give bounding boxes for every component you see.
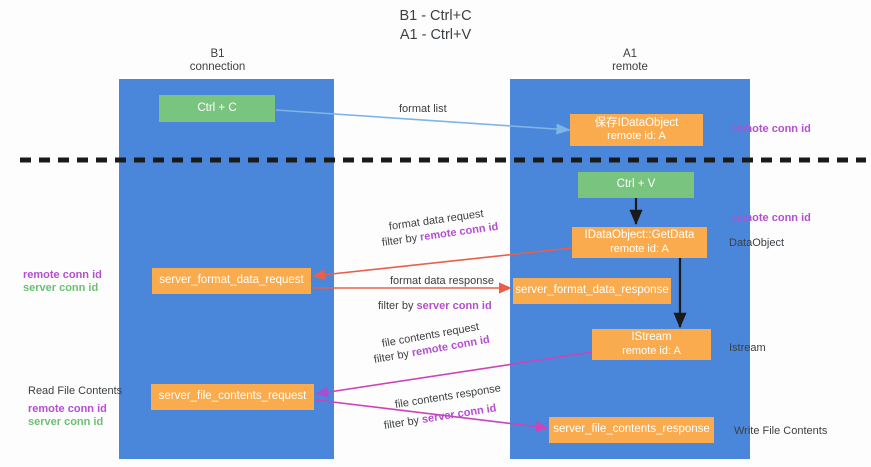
- annotation-left-server-conn-id-2: server conn id: [28, 416, 104, 428]
- box-server-format-data-response[interactable]: server_format_data_response: [513, 278, 671, 304]
- box-server-format-data-request[interactable]: server_format_data_request: [152, 268, 311, 294]
- box-idataobject-getdata-sub: remote id: A: [610, 242, 669, 255]
- box-server-format-data-request-label: server_format_data_request: [159, 274, 304, 287]
- annotation-left-remote-conn-id-1: remote conn id: [23, 269, 102, 281]
- filter-prefix: filter by: [381, 231, 421, 249]
- edge-label-format-data-response: format data response: [390, 275, 494, 287]
- box-save-idataobject-label: 保存IDataObject: [594, 116, 679, 129]
- box-ctrl-c[interactable]: Ctrl + C: [159, 95, 275, 122]
- filter-prefix: filter by: [383, 414, 423, 432]
- annotation-left-server-conn-id-1: server conn id: [23, 282, 99, 294]
- annotation-istream: Istream: [729, 342, 766, 354]
- edge-label-format-list: format list: [399, 103, 447, 115]
- box-server-file-contents-response-label: server_file_contents_response: [553, 423, 710, 436]
- box-idataobject-getdata-label: IDataObject::GetData: [584, 229, 695, 241]
- box-server-file-contents-request-label: server_file_contents_request: [158, 390, 307, 403]
- filter-prefix: filter by: [378, 300, 417, 312]
- annotation-read-file-contents: Read File Contents: [28, 385, 123, 397]
- box-istream-sub: remote id: A: [622, 344, 681, 357]
- box-save-idataobject-sub: remote id: A: [607, 130, 666, 142]
- box-ctrl-v-label: Ctrl + V: [616, 178, 656, 191]
- box-istream[interactable]: IStream remote id: A: [592, 329, 711, 360]
- annotation-dataobject: DataObject: [729, 237, 785, 249]
- box-idataobject-getdata[interactable]: IDataObject::GetData remote id: A: [572, 227, 707, 258]
- filter-prefix: filter by: [372, 347, 413, 366]
- box-istream-label: IStream: [631, 331, 672, 343]
- edge-label-format-data-response-filter: filter by server conn id: [378, 299, 492, 313]
- annotation-remote-conn-id-top: remote conn id: [732, 123, 811, 135]
- box-ctrl-c-label: Ctrl + C: [197, 101, 237, 114]
- box-ctrl-v[interactable]: Ctrl + V: [578, 172, 694, 198]
- page-title: B1 - Ctrl+C A1 - Ctrl+V: [399, 8, 472, 43]
- box-save-idataobject[interactable]: 保存IDataObject remote id: A: [570, 114, 703, 146]
- lane-header-a1: A1 remote: [612, 48, 648, 73]
- annotation-remote-conn-id-mid: remote conn id: [732, 212, 811, 224]
- box-server-file-contents-response[interactable]: server_file_contents_response: [549, 417, 714, 443]
- filter-key-server-conn-id: server conn id: [416, 300, 492, 312]
- annotation-left-remote-conn-id-2: remote conn id: [28, 403, 107, 415]
- lane-header-b1: B1 connection: [189, 48, 246, 73]
- annotation-write-file-contents: Write File Contents: [734, 425, 828, 437]
- box-server-format-data-response-label: server_format_data_response: [515, 284, 669, 297]
- box-server-file-contents-request[interactable]: server_file_contents_request: [151, 384, 314, 410]
